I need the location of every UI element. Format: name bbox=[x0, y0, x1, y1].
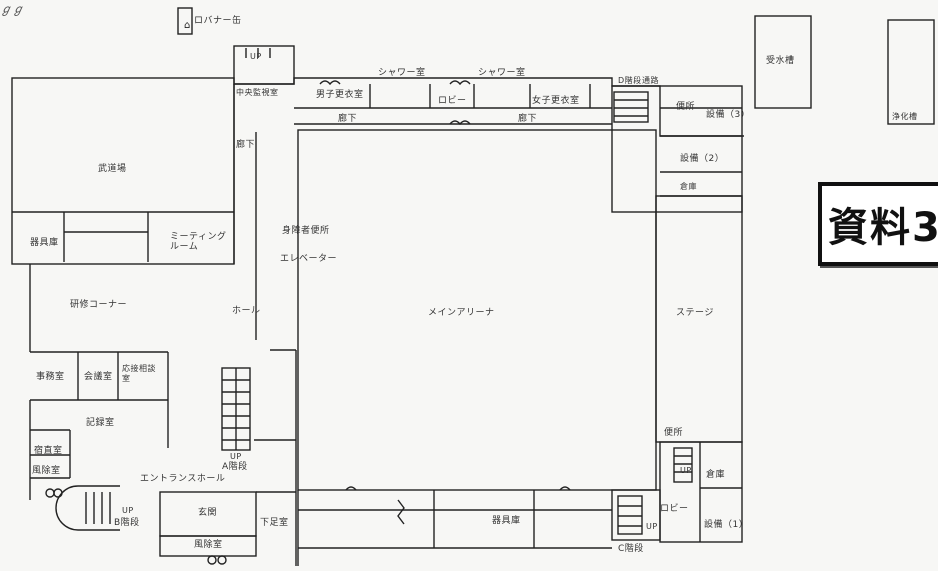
c-stairs-outline bbox=[611, 489, 661, 541]
central-monitor-room: 中央監視室 bbox=[236, 88, 279, 97]
storage-room: 倉庫 bbox=[706, 470, 726, 480]
d-stairs-label: D階段 bbox=[618, 76, 642, 85]
toilet-bottom: 便所 bbox=[664, 428, 684, 438]
wind-room-bottom: 風除室 bbox=[194, 540, 223, 550]
night-duty-room: 宿直室 bbox=[34, 446, 63, 456]
lobby-top: ロビー bbox=[438, 96, 467, 106]
shoe-room: 下足室 bbox=[260, 518, 289, 528]
top-stair-block bbox=[233, 45, 295, 85]
right-lower-block bbox=[659, 441, 743, 543]
tool-room-bottom: 器具庫 bbox=[492, 516, 521, 526]
front-door-label: 玄関 bbox=[198, 508, 218, 518]
mens-changing-room: 男子更衣室 bbox=[316, 90, 364, 100]
c-stairs-label: C階段 bbox=[618, 544, 644, 554]
wind-room-outline bbox=[159, 535, 257, 557]
purification-outline bbox=[887, 19, 935, 125]
disabled-toilet: 身障者便所 bbox=[282, 226, 330, 236]
wind-room-left: 風除室 bbox=[32, 466, 61, 476]
womens-changing-room: 女子更衣室 bbox=[532, 96, 580, 106]
banner-box bbox=[177, 7, 193, 35]
conference-room: 会議室 bbox=[84, 372, 113, 382]
b-stairs-up: UP bbox=[122, 506, 134, 515]
meeting-room: ミーティングルーム bbox=[170, 232, 227, 252]
right-stairs-up: UP bbox=[680, 466, 692, 475]
shower-room-right: シャワー室 bbox=[478, 68, 526, 78]
corridor-top-left: 廊下 bbox=[338, 114, 358, 124]
warehouse-top: 倉庫 bbox=[680, 182, 697, 191]
document-badge: 資料3 bbox=[818, 182, 938, 266]
stage-outline bbox=[655, 195, 743, 443]
water-tank-label: 受水槽 bbox=[766, 56, 795, 66]
stair-up-top: UP bbox=[250, 52, 262, 61]
tool-room-left: 器具庫 bbox=[30, 238, 59, 248]
b-stairs-label: B階段 bbox=[114, 518, 140, 528]
right-upper-block bbox=[611, 85, 743, 213]
hall-label: ホール bbox=[232, 306, 261, 316]
equipment-2: 設備（2） bbox=[680, 154, 725, 164]
reception-room: 応接相談室 bbox=[122, 364, 156, 383]
banner-label: ロバナー缶 bbox=[194, 16, 242, 26]
equipment-1: 設備（1） bbox=[704, 520, 749, 530]
martial-arts-hall: 武道場 bbox=[98, 164, 127, 174]
top-wall bbox=[234, 77, 744, 137]
toilet-top: 便所 bbox=[676, 102, 696, 112]
equipment-3: 設備（3） bbox=[706, 110, 751, 120]
purification-label: 浄化槽 bbox=[892, 112, 918, 121]
b-stairs-arc bbox=[55, 485, 79, 531]
entrance-hall: エントランスホール bbox=[140, 474, 226, 484]
corridor-top-right: 廊下 bbox=[518, 114, 538, 124]
main-arena-label: メインアリーナ bbox=[428, 308, 495, 318]
office-room: 事務室 bbox=[36, 372, 65, 382]
a-stairs-up: UP bbox=[230, 452, 242, 461]
stage-label: ステージ bbox=[676, 308, 714, 318]
a-stairs-label: A階段 bbox=[222, 462, 248, 472]
elevator-label: エレベーター bbox=[280, 254, 338, 264]
shower-room-left: シャワー室 bbox=[378, 68, 426, 78]
training-corner: 研修コーナー bbox=[70, 300, 128, 310]
d-stairs-note: 通路 bbox=[642, 76, 659, 85]
corridor-west: 廊下 bbox=[236, 140, 256, 150]
corner-mark: ℊℊ bbox=[0, 2, 25, 16]
c-stairs-up: UP bbox=[646, 522, 658, 531]
water-tank-outline bbox=[754, 15, 812, 109]
lobby-bottom: ロビー bbox=[660, 504, 689, 514]
banner-glyph: ⌂ bbox=[184, 20, 190, 31]
record-room: 記録室 bbox=[86, 418, 115, 428]
